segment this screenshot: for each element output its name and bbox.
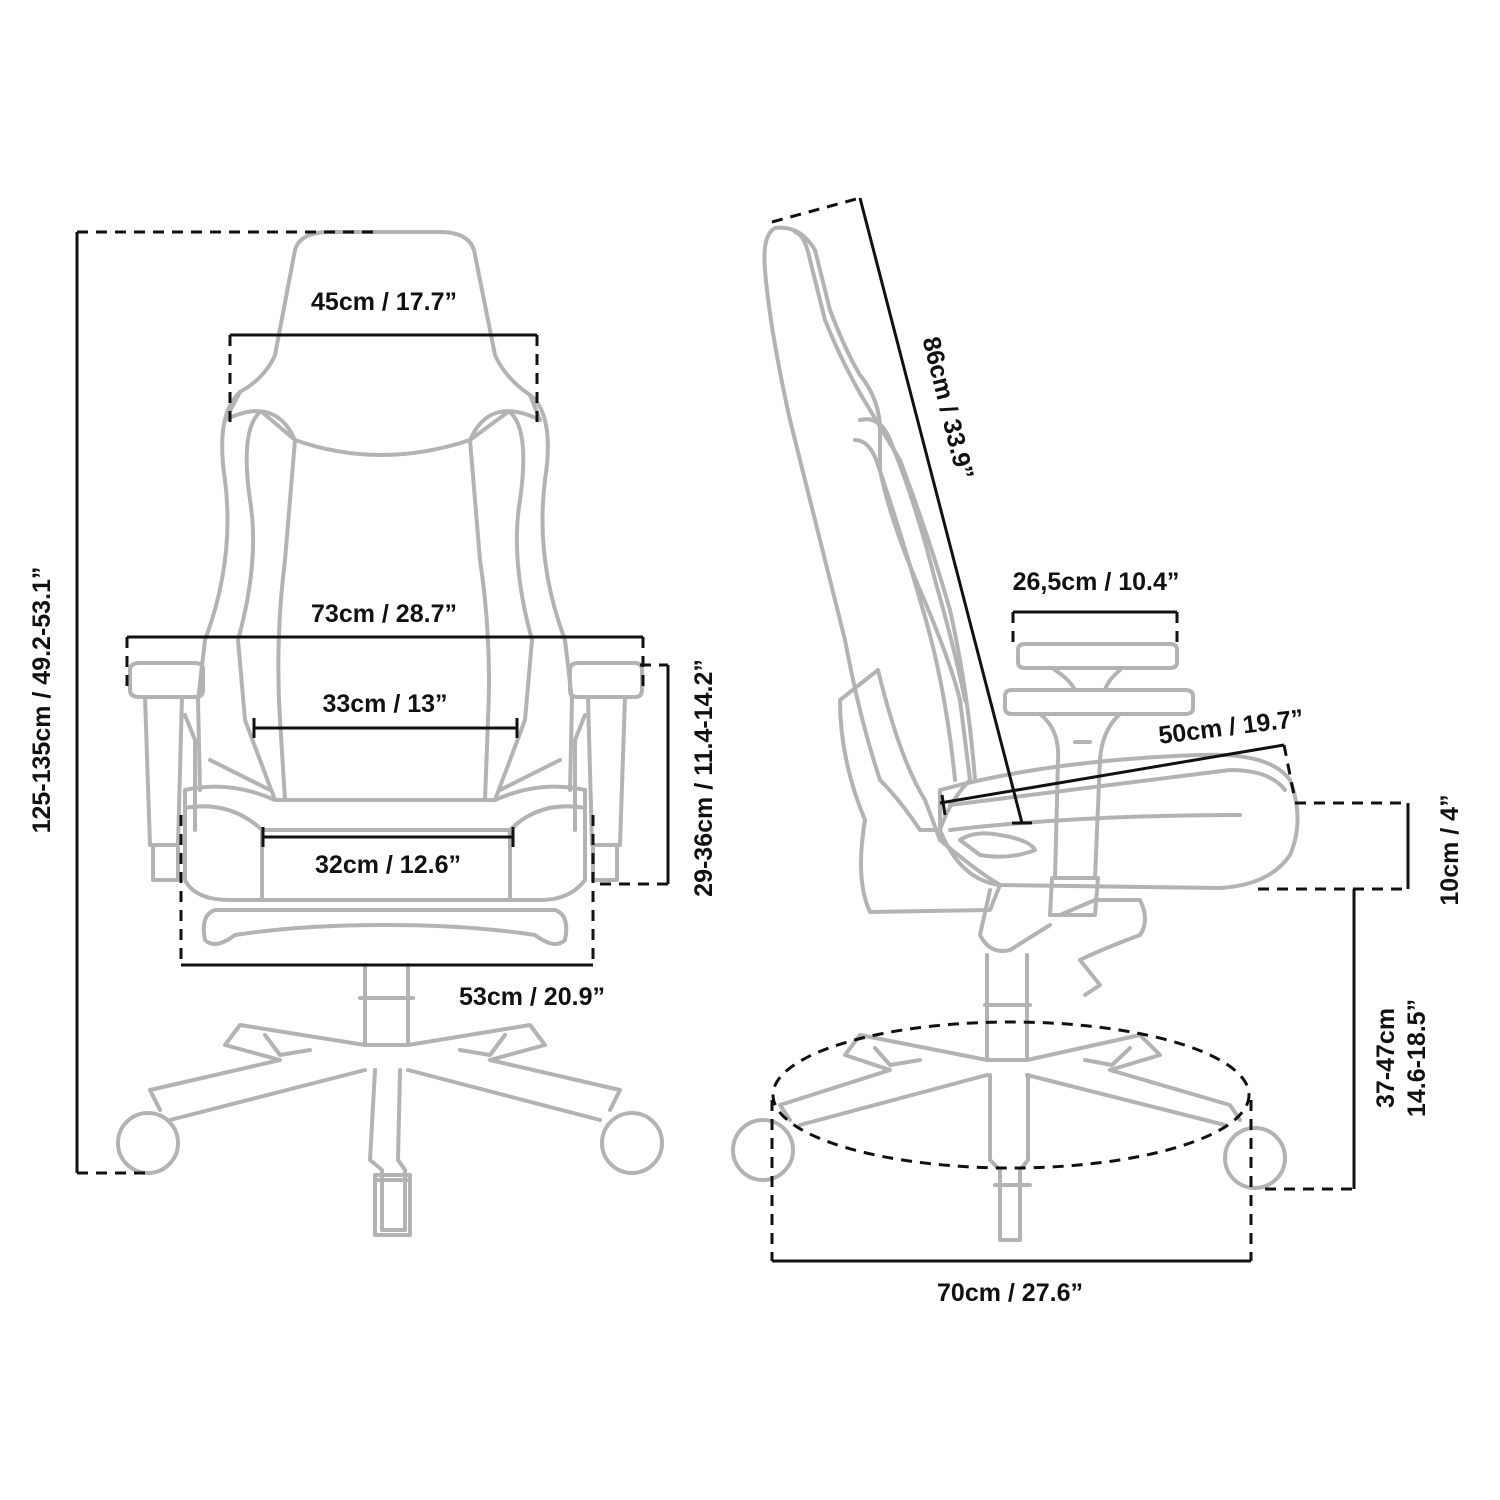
backrest-width-dimension: 33cm / 13” xyxy=(252,690,519,738)
front-seat xyxy=(183,784,587,902)
armrest-height-label: 29-36cm / 11.4-14.2” xyxy=(690,659,718,897)
seat-height-in-label: 14.6-18.5” xyxy=(1403,999,1431,1117)
front-left-armrest xyxy=(128,661,205,882)
base-seat-width-dimension: 53cm / 20.9” xyxy=(179,815,605,1011)
front-right-armrest xyxy=(568,661,644,882)
seat-width-label: 32cm / 12.6” xyxy=(315,851,461,879)
seat-height-dimension: 37-47cm 14.6-18.5” xyxy=(1265,889,1431,1191)
front-chair-base xyxy=(116,963,664,1237)
seat-height-cm-label: 37-47cm xyxy=(1372,1008,1400,1108)
seat-depth-label: 50cm / 19.7” xyxy=(1157,704,1305,750)
base-diameter-dimension: 70cm / 27.6” xyxy=(770,1020,1253,1307)
side-chair-drawing xyxy=(731,225,1300,1242)
backrest-height-label: 86cm / 33.9” xyxy=(917,334,979,482)
front-backrest xyxy=(196,390,574,792)
headrest-width-dimension: 45cm / 17.7” xyxy=(228,288,539,430)
base-seat-width-label: 53cm / 20.9” xyxy=(459,983,605,1011)
side-armrest xyxy=(1003,642,1195,917)
armrest-height-dimension: 29-36cm / 11.4-14.2” xyxy=(600,659,718,897)
armrest-length-label: 26,5cm / 10.4” xyxy=(1013,568,1180,596)
base-diameter-label: 70cm / 27.6” xyxy=(937,1279,1083,1307)
armrest-span-label: 73cm / 28.7” xyxy=(311,600,457,628)
total-height-label: 125-135cm / 49.2-53.1” xyxy=(28,567,56,834)
front-headrest xyxy=(223,230,542,457)
total-height-dimension: 125-135cm / 49.2-53.1” xyxy=(28,230,375,1175)
backrest-width-label: 33cm / 13” xyxy=(322,690,447,718)
side-seat xyxy=(938,752,1300,890)
seat-adjust-dimension: 10cm / 4” xyxy=(1258,794,1464,906)
seat-width-dimension: 32cm / 12.6” xyxy=(261,827,515,879)
front-chair-drawing xyxy=(116,230,664,1237)
seat-adjust-label: 10cm / 4” xyxy=(1436,794,1464,905)
armrest-length-dimension: 26,5cm / 10.4” xyxy=(1011,568,1180,648)
side-backrest xyxy=(762,225,972,832)
headrest-width-label: 45cm / 17.7” xyxy=(311,288,457,316)
